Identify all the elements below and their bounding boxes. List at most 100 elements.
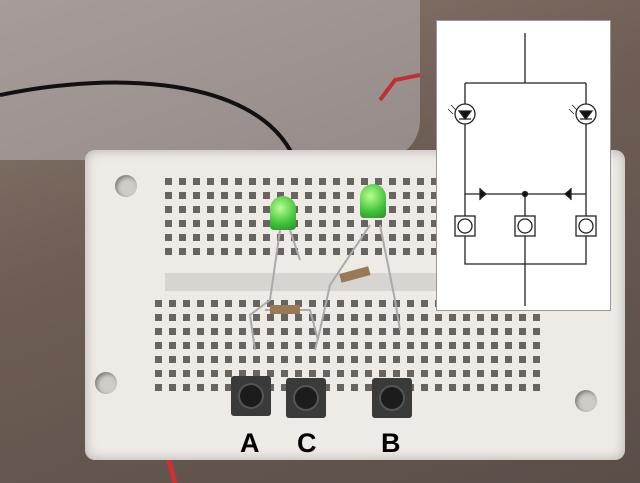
diode [270, 305, 300, 314]
hole [295, 356, 302, 363]
hole [477, 384, 484, 391]
hole [333, 178, 340, 185]
hole [333, 220, 340, 227]
hole [221, 248, 228, 255]
hole [197, 314, 204, 321]
hole [389, 178, 396, 185]
hole [193, 192, 200, 199]
hole [365, 314, 372, 321]
hole [407, 314, 414, 321]
hole [291, 178, 298, 185]
hole [375, 248, 382, 255]
hole [477, 370, 484, 377]
hole [319, 220, 326, 227]
hole [417, 248, 424, 255]
hole [505, 328, 512, 335]
hole [197, 384, 204, 391]
label-b: B [381, 428, 401, 458]
hole [351, 384, 358, 391]
hole [361, 178, 368, 185]
hole [347, 192, 354, 199]
hole [407, 328, 414, 335]
hole [463, 356, 470, 363]
hole [379, 342, 386, 349]
green-led [360, 184, 386, 218]
hole [305, 220, 312, 227]
hole [253, 328, 260, 335]
hole [211, 342, 218, 349]
hole [337, 370, 344, 377]
hole [281, 314, 288, 321]
hole [347, 178, 354, 185]
hole [281, 384, 288, 391]
hole [267, 300, 274, 307]
hole [267, 328, 274, 335]
hole [309, 342, 316, 349]
hole [277, 248, 284, 255]
hole [505, 342, 512, 349]
hole [253, 370, 260, 377]
hole [463, 370, 470, 377]
hole [169, 370, 176, 377]
hole [305, 234, 312, 241]
hole [263, 192, 270, 199]
hole [211, 314, 218, 321]
hole [337, 328, 344, 335]
hole [319, 192, 326, 199]
hole [165, 248, 172, 255]
hole [221, 234, 228, 241]
hole [169, 384, 176, 391]
hole [235, 220, 242, 227]
hole [207, 178, 214, 185]
hole [463, 328, 470, 335]
label-c: C [297, 428, 317, 458]
hole [221, 178, 228, 185]
hole [239, 328, 246, 335]
hole [347, 248, 354, 255]
hole [449, 328, 456, 335]
hole [235, 206, 242, 213]
led-symbol-left [447, 103, 476, 125]
hole [403, 234, 410, 241]
hole [407, 300, 414, 307]
hole [179, 248, 186, 255]
hole [193, 234, 200, 241]
hole [277, 234, 284, 241]
hole [393, 370, 400, 377]
hole [179, 234, 186, 241]
hole [323, 370, 330, 377]
hole [449, 356, 456, 363]
hole [295, 328, 302, 335]
hole [389, 220, 396, 227]
hole [519, 384, 526, 391]
hole [505, 314, 512, 321]
hole [333, 234, 340, 241]
hole [263, 220, 270, 227]
hole [221, 220, 228, 227]
hole [351, 300, 358, 307]
hole [393, 356, 400, 363]
hole [361, 234, 368, 241]
hole [267, 370, 274, 377]
hole [197, 300, 204, 307]
plastic-bag [0, 0, 420, 160]
hole [277, 178, 284, 185]
hole [435, 328, 442, 335]
hole [239, 342, 246, 349]
hole [197, 356, 204, 363]
hole [169, 300, 176, 307]
hole [477, 314, 484, 321]
mount-hole [575, 390, 597, 412]
hole [365, 342, 372, 349]
hole [365, 370, 372, 377]
hole [519, 370, 526, 377]
hole [533, 342, 540, 349]
hole [291, 234, 298, 241]
hole [519, 356, 526, 363]
hole [389, 192, 396, 199]
circuit-schematic [436, 20, 611, 311]
hole [421, 328, 428, 335]
hole [389, 206, 396, 213]
hole [155, 384, 162, 391]
hole [253, 300, 260, 307]
